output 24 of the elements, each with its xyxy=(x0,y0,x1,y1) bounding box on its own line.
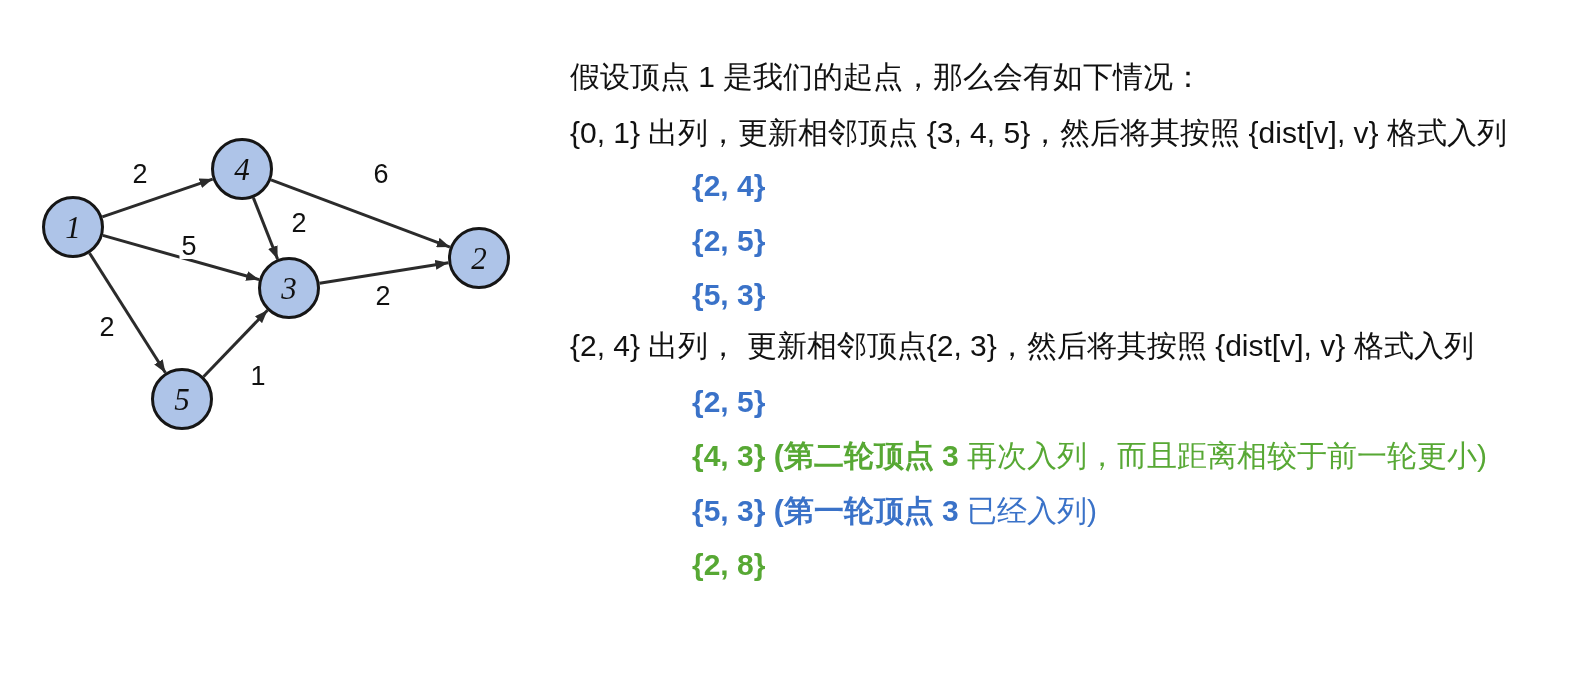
edge-label: 5 xyxy=(179,233,199,259)
node-number: 5 xyxy=(174,383,190,415)
node-number: 4 xyxy=(234,153,250,185)
node-number: 1 xyxy=(65,211,81,243)
arrow xyxy=(270,178,451,249)
queue-entry: {2, 5} xyxy=(692,223,766,259)
arrow xyxy=(101,177,214,219)
graph-node xyxy=(258,257,320,319)
description-text: 假设顶点 1 是我们的起点，那么会有如下情况： xyxy=(570,59,1204,95)
queue-entry: {2, 4} xyxy=(692,168,766,204)
node-number: 2 xyxy=(471,242,487,274)
queue-entry: {5, 3} (第一轮顶点 3 已经入列) xyxy=(692,493,1098,529)
queue-entry: {2, 8} xyxy=(692,547,766,583)
arrow xyxy=(252,197,279,260)
queue-entry: {4, 3} (第二轮顶点 3 再次入列，而且距离相较于前一轮更小) xyxy=(692,438,1488,474)
node-number: 3 xyxy=(281,272,297,304)
arrow xyxy=(319,259,449,285)
queue-entry: {5, 3} xyxy=(692,277,766,313)
description-text: {2, 4} 出列， 更新相邻顶点{2, 3}，然后将其按照 {dist[v], v} 格式入列 xyxy=(570,328,1474,364)
queue-entry: {2, 5} xyxy=(692,384,766,420)
description-text: {0, 1} 出列，更新相邻顶点 {3, 4, 5}，然后将其按照 {dist[v], v} 格式入列 xyxy=(570,115,1507,151)
arrow xyxy=(88,252,167,374)
arrow xyxy=(102,234,260,282)
arrow xyxy=(202,309,269,378)
